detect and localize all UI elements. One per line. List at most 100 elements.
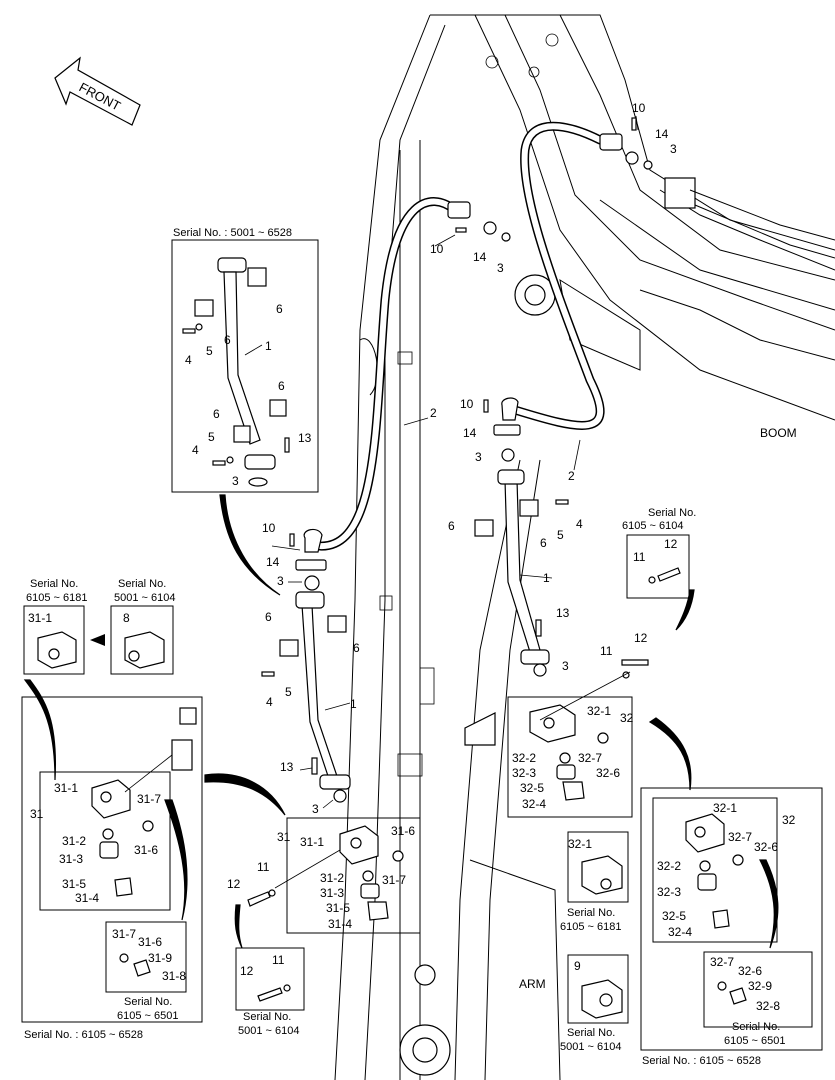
valve-32-main: 32-1 32-2 32-3 32-5 32-4 32-7 32-6 <box>464 696 633 818</box>
callout-1: 1 <box>350 697 357 711</box>
callout-3: 3 <box>562 659 569 673</box>
front-arrow-icon <box>54 56 141 126</box>
callout-10: 10 <box>632 101 646 115</box>
callout-10: 10 <box>430 242 444 256</box>
hose-assemblies <box>307 117 653 551</box>
callout-32-7: 32-7 <box>728 830 752 844</box>
serial-label: Serial No. <box>567 907 615 919</box>
detail-panel-32: 32 Serial No. : 6105 ~ 6528 32-1 32-7 32… <box>640 717 823 1067</box>
callout-5: 5 <box>557 528 564 542</box>
callout-2: 2 <box>430 406 437 420</box>
callout-9: 9 <box>574 959 581 973</box>
inset-bolt-5001-6104: 11 12 Serial No. 5001 ~ 6104 <box>234 904 305 1037</box>
callout-31-4: 31-4 <box>75 891 99 905</box>
serial-range: 5001 ~ 6104 <box>114 592 175 604</box>
callout-31-7: 31-7 <box>112 927 136 941</box>
callout-31-5: 31-5 <box>62 877 86 891</box>
callout-32-2: 32-2 <box>657 859 681 873</box>
serial-label-6105-6528: Serial No. : 6105 ~ 6528 <box>642 1055 761 1067</box>
callout-32-7: 32-7 <box>578 751 602 765</box>
callout-31-6: 31-6 <box>391 824 415 838</box>
callout-32-2: 32-2 <box>512 751 536 765</box>
arm-structure: ARM <box>359 140 561 1080</box>
callout-6: 6 <box>224 333 231 347</box>
callout-13: 13 <box>298 431 312 445</box>
callout-3: 3 <box>312 802 319 816</box>
detail-panel-31: 31 Serial No. : 6105 ~ 6528 31-1 31-7 31… <box>21 696 286 1041</box>
callout-14: 14 <box>463 426 477 440</box>
callout-32-4: 32-4 <box>668 925 692 939</box>
callout-13: 13 <box>280 760 294 774</box>
callout-14: 14 <box>655 127 669 141</box>
callout-4: 4 <box>576 517 583 531</box>
serial-range: 6105 ~ 6501 <box>117 1010 178 1022</box>
serial-label-6105-6528: Serial No. : 6105 ~ 6528 <box>24 1029 143 1041</box>
callout-5: 5 <box>208 430 215 444</box>
callout-32-6: 32-6 <box>738 964 762 978</box>
callout-31-1: 31-1 <box>300 835 324 849</box>
serial-label: Serial No. <box>648 507 696 519</box>
callout-11: 11 <box>600 644 613 658</box>
main-callouts: 10 14 3 10 14 3 2 2 10 14 3 4 5 6 6 1 13… <box>262 101 677 816</box>
serial-range: 6105 ~ 6104 <box>622 520 683 532</box>
callout-31: 31 <box>277 830 291 844</box>
callout-31-2: 31-2 <box>320 871 344 885</box>
callout-31-4: 31-4 <box>328 917 352 931</box>
boom-structure: BOOM <box>334 14 835 1080</box>
serial-label: Serial No. <box>30 578 78 590</box>
serial-range: 5001 ~ 6104 <box>238 1025 299 1037</box>
serial-range: 6105 ~ 6181 <box>26 592 87 604</box>
callout-31-1: 31-1 <box>28 611 52 625</box>
callout-31-3: 31-3 <box>59 852 83 866</box>
callout-3: 3 <box>497 261 504 275</box>
callout-31-8: 31-8 <box>162 969 186 983</box>
callout-11: 11 <box>633 550 646 564</box>
callout-32-6: 32-6 <box>754 840 778 854</box>
callout-4: 4 <box>185 353 192 367</box>
callout-32-5: 32-5 <box>520 781 544 795</box>
arm-label: ARM <box>519 977 546 991</box>
callout-31-6: 31-6 <box>138 935 162 949</box>
callout-5: 5 <box>206 344 213 358</box>
callout-32-3: 32-3 <box>657 885 681 899</box>
callout-32-6: 32-6 <box>596 766 620 780</box>
callout-1: 1 <box>265 339 272 353</box>
callout-4: 4 <box>192 443 199 457</box>
inset-block-31-1-and-8: Serial No. 6105 ~ 6181 31-1 Serial No. 5… <box>23 578 175 781</box>
callout-4: 4 <box>266 695 273 709</box>
callout-12: 12 <box>634 631 648 645</box>
serial-label: Serial No. <box>118 578 166 590</box>
inset-bolt-6105-6104: Serial No. 6105 ~ 6104 11 12 <box>622 507 696 631</box>
boom-label: BOOM <box>760 426 797 440</box>
callout-32: 32 <box>620 711 634 725</box>
callout-32-7: 32-7 <box>710 955 734 969</box>
callout-6: 6 <box>278 379 285 393</box>
pipe-assemblies <box>261 397 569 803</box>
callout-32: 32 <box>782 813 796 827</box>
callout-3: 3 <box>475 450 482 464</box>
callout-11: 11 <box>257 860 270 874</box>
callout-6: 6 <box>353 641 360 655</box>
inset-serial-5001-6528: Serial No. : 5001 ~ 6528 6 6 1 5 4 6 6 5… <box>171 227 319 596</box>
callout-31-7: 31-7 <box>382 873 406 887</box>
callout-32-3: 32-3 <box>512 766 536 780</box>
callout-31-3: 31-3 <box>320 886 344 900</box>
callout-32-1: 32-1 <box>713 801 737 815</box>
callout-12: 12 <box>227 877 241 891</box>
callout-6: 6 <box>213 407 220 421</box>
serial-range: 5001 ~ 6104 <box>560 1041 621 1053</box>
serial-range: 6105 ~ 6501 <box>724 1035 785 1047</box>
callout-31-7: 31-7 <box>137 792 161 806</box>
valve-31-main: 31 31-1 31-6 31-2 31-3 31-5 31-4 31-7 11… <box>227 659 649 934</box>
callout-14: 14 <box>266 555 280 569</box>
callout-32-1: 32-1 <box>568 837 592 851</box>
serial-label: Serial No. <box>567 1027 615 1039</box>
callout-32-1: 32-1 <box>587 704 611 718</box>
callout-31-5: 31-5 <box>326 901 350 915</box>
callout-32-8: 32-8 <box>756 999 780 1013</box>
callout-10: 10 <box>262 521 276 535</box>
callout-6: 6 <box>448 519 455 533</box>
callout-32-5: 32-5 <box>662 909 686 923</box>
